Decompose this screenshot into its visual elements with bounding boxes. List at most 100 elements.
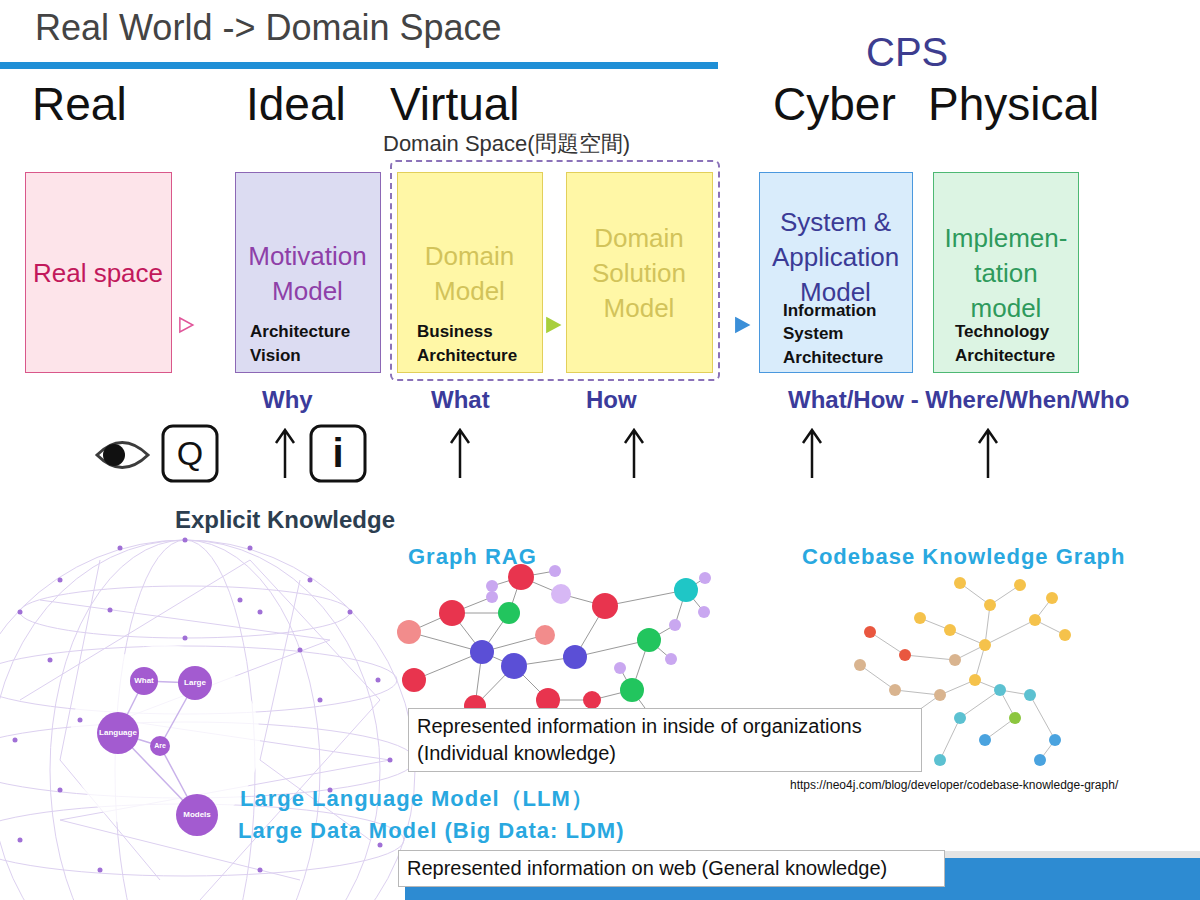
title-bar xyxy=(0,62,718,69)
info-icon-letter: i xyxy=(311,426,365,481)
dot xyxy=(98,868,103,873)
column-header: Virtual xyxy=(390,77,520,132)
graph-node xyxy=(535,625,555,645)
arrow-head xyxy=(547,318,560,332)
up-arrow xyxy=(979,430,997,478)
motivation-model-box: Motivation ModelArchitecture Vision xyxy=(235,172,381,373)
dot xyxy=(183,636,188,641)
node-subtitle: Business Architecture xyxy=(417,320,537,368)
source-url: https://neo4j.com/blog/developer/codebas… xyxy=(790,778,1118,792)
graph-node xyxy=(583,691,601,709)
graph-rag-nodes xyxy=(397,564,711,721)
info-icon-frame xyxy=(311,426,365,481)
question-word: What/How - Where/When/Who xyxy=(788,386,1129,415)
node-subtitle: Technology Architecture xyxy=(955,320,1075,368)
node-title: Real space xyxy=(26,256,170,291)
node-title: Represented information on web (General … xyxy=(407,855,937,882)
graph-node xyxy=(854,659,866,671)
group-header: CPS xyxy=(866,28,948,76)
graph-rag-links xyxy=(409,571,705,715)
node-title: Domain Solution Model xyxy=(567,221,711,326)
implementation-model-box: Implemen- tation modelTechnology Archite… xyxy=(933,172,1079,373)
dot xyxy=(108,608,113,613)
up-arrow xyxy=(803,430,821,478)
section-heading: Explicit Knowledge xyxy=(175,506,395,535)
graph-node xyxy=(1014,579,1026,591)
node-subtitle: Architecture Vision xyxy=(250,320,375,368)
flow-line xyxy=(543,325,566,326)
graph-node xyxy=(984,599,996,611)
sphere-latitude xyxy=(20,586,350,638)
real-space-box: Real space xyxy=(25,172,172,373)
section-heading: Graph RAG xyxy=(408,544,537,570)
graph-node xyxy=(994,684,1006,696)
dot xyxy=(308,578,313,583)
section-heading: Large Data Model (Big Data: LDM) xyxy=(238,818,624,844)
graph-node xyxy=(551,584,571,604)
dot xyxy=(258,868,263,873)
bubble-word: Models xyxy=(167,810,227,820)
graph-node xyxy=(665,653,677,665)
dot xyxy=(48,658,53,663)
dot xyxy=(318,698,323,703)
graph-node xyxy=(614,662,626,674)
flow-arrow xyxy=(720,318,759,332)
up-arrows xyxy=(276,430,997,478)
dot xyxy=(58,578,63,583)
sphere-outline xyxy=(0,540,415,900)
bubble-word: What xyxy=(114,676,174,686)
graph-node xyxy=(470,640,494,664)
dot xyxy=(238,598,243,603)
dot xyxy=(118,546,123,551)
graph-node xyxy=(969,674,981,686)
eye-iris xyxy=(103,444,125,466)
question-word: What xyxy=(431,386,490,415)
sphere-meridian xyxy=(50,540,320,900)
dot xyxy=(388,758,393,763)
bubble-word: Language xyxy=(88,728,148,738)
graph-node xyxy=(1049,734,1061,746)
node-title: System & Application Model xyxy=(760,205,911,310)
sphere-meridian xyxy=(0,540,380,900)
graph-node xyxy=(899,649,911,661)
node-title: Implemen- tation model xyxy=(941,221,1071,326)
dot xyxy=(376,678,381,683)
graph-node xyxy=(698,606,710,618)
flow-line xyxy=(720,325,759,326)
graph-node xyxy=(934,689,946,701)
graph-node xyxy=(549,565,561,577)
question-icon-letter: Q xyxy=(163,426,217,481)
graph-node xyxy=(889,684,901,696)
up-arrow xyxy=(625,430,643,478)
graph-node xyxy=(954,712,966,724)
graph-node xyxy=(979,639,991,651)
graph-node xyxy=(486,580,498,592)
arrow-head xyxy=(180,318,193,332)
dot xyxy=(58,788,63,793)
graph-node xyxy=(439,600,465,626)
graph-node xyxy=(979,734,991,746)
graph-node xyxy=(944,624,956,636)
bubble-word: Large xyxy=(165,678,225,688)
graph-node xyxy=(620,678,644,702)
graph-node xyxy=(1059,629,1071,641)
note-box: Represented information on web (General … xyxy=(398,850,945,887)
question-word: How xyxy=(586,386,637,415)
bubble-word: Are xyxy=(130,741,190,751)
dot xyxy=(348,610,353,615)
graph-node xyxy=(592,593,618,619)
graph-node xyxy=(1024,689,1036,701)
dot xyxy=(78,718,83,723)
domain-model-box: Domain ModelBusiness Architecture xyxy=(397,172,543,373)
section-heading: Large Language Model（LLM） xyxy=(240,786,594,812)
node-title: Motivation Model xyxy=(236,239,379,309)
graph-node xyxy=(486,591,498,603)
dot xyxy=(298,648,303,653)
question-word: Why xyxy=(262,386,313,415)
up-arrow xyxy=(276,430,294,478)
domain-space-group: Domain Space(問題空間)Domain ModelBusiness A… xyxy=(390,160,720,381)
domain-solution-model-box: Domain Solution Model xyxy=(566,172,713,373)
dot xyxy=(18,838,23,843)
node-subtitle: Information System Architecture xyxy=(783,299,908,370)
